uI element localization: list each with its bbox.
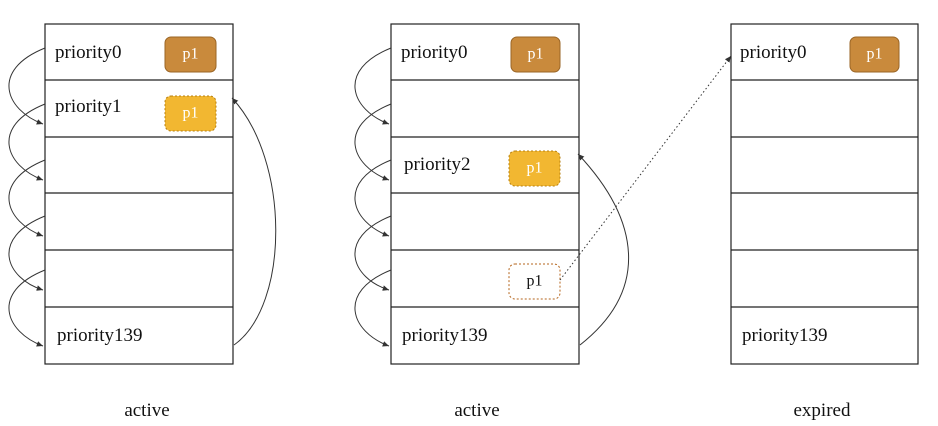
scan-arrow bbox=[354, 159, 392, 237]
scan-arrow bbox=[354, 103, 392, 181]
process-badge: p1 bbox=[164, 95, 217, 132]
column-caption-active: active bbox=[124, 400, 169, 421]
svg-text:p1: p1 bbox=[183, 46, 199, 63]
process-badge: p1 bbox=[508, 263, 561, 300]
column-active-1: priority0 priority1 priority139 p1 p1 ac… bbox=[8, 23, 277, 421]
row-label-priority0: priority0 bbox=[55, 42, 122, 63]
scan-arrow bbox=[354, 215, 392, 291]
requeue-arrow bbox=[231, 97, 277, 346]
row-label-priority139: priority139 bbox=[402, 325, 488, 346]
column-caption-active: active bbox=[454, 400, 499, 421]
process-badge: p1 bbox=[164, 36, 217, 73]
svg-text:p1: p1 bbox=[528, 46, 544, 63]
scan-arrow bbox=[8, 215, 46, 291]
row-label-priority1: priority1 bbox=[55, 96, 122, 117]
svg-text:p1: p1 bbox=[183, 105, 199, 122]
queue-table bbox=[390, 23, 580, 365]
svg-text:p1: p1 bbox=[527, 160, 543, 177]
svg-text:p1: p1 bbox=[527, 273, 543, 290]
queue-table bbox=[44, 23, 234, 365]
expire-arrow bbox=[559, 55, 732, 281]
scan-arrow bbox=[354, 47, 392, 125]
column-expired: priority0 priority139 p1 expired bbox=[730, 23, 919, 421]
scan-arrow bbox=[354, 269, 392, 347]
scan-arrow bbox=[8, 47, 46, 125]
requeue-arrow bbox=[577, 153, 629, 346]
scan-arrow bbox=[8, 159, 46, 237]
scan-arrow bbox=[8, 103, 46, 181]
process-badge: p1 bbox=[508, 150, 561, 187]
row-label-priority0: priority0 bbox=[740, 42, 807, 63]
row-label-priority139: priority139 bbox=[742, 325, 828, 346]
process-badge: p1 bbox=[510, 36, 561, 73]
process-badge: p1 bbox=[849, 36, 900, 73]
row-label-priority2: priority2 bbox=[404, 154, 471, 175]
column-caption-expired: expired bbox=[794, 400, 851, 421]
row-label-priority0: priority0 bbox=[401, 42, 468, 63]
svg-text:p1: p1 bbox=[867, 46, 883, 63]
queue-table bbox=[730, 23, 919, 365]
scan-arrow bbox=[8, 269, 46, 347]
row-label-priority139: priority139 bbox=[57, 325, 143, 346]
column-active-2: priority0 priority2 priority139 p1 p1 p1… bbox=[354, 23, 629, 421]
